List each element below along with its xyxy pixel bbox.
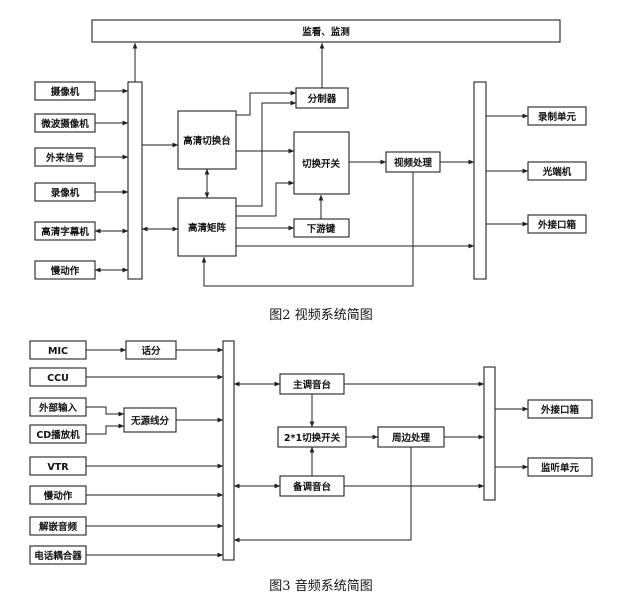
audio-source-telephone-hybrid: 电话耦合器: [29, 545, 87, 565]
video-output-recording-unit: 录制单元: [527, 106, 587, 126]
passive-splitter-label: 无源线分: [130, 415, 170, 427]
figure-3-caption: 图3 音频系统简图: [269, 578, 372, 594]
audio-source-label: MIC: [48, 346, 68, 357]
audio-output-monitoring-unit: 监听单元: [527, 457, 593, 477]
mic-splitter-box: 话分: [125, 340, 177, 360]
audio-source-ccu: CCU: [29, 367, 87, 387]
audio-output-label: 监听单元: [541, 462, 580, 474]
backup-console-box: 备调音台: [279, 475, 345, 497]
audio-source-mic: MIC: [29, 340, 87, 360]
video-source-label: 微波摄像机: [40, 118, 89, 130]
audio-source-cd-player: CD播放机: [29, 424, 87, 444]
backup-console-label: 备调音台: [292, 481, 332, 493]
downstream-key-label: 下游键: [307, 223, 336, 235]
switch-2x1-box: 2*1切换开关: [277, 426, 347, 448]
video-processing-box: 视频处理: [385, 151, 441, 173]
audio-input-bus: [222, 340, 235, 561]
audio-source-label: 慢动作: [44, 490, 73, 502]
video-output-label: 外接口箱: [537, 219, 577, 231]
video-output-optical-transceiver: 光端机: [527, 161, 587, 181]
video-source-microwave-camera: 微波摄像机: [34, 113, 96, 133]
audio-output-bus: [483, 366, 496, 501]
downstream-key-box: 下游键: [293, 218, 350, 238]
monitor-box: 监看、监测: [91, 19, 561, 43]
hd-switcher-box: 高清切换台: [177, 110, 237, 170]
video-source-camera: 摄像机: [34, 81, 96, 101]
video-source-external-signal: 外来信号: [34, 147, 96, 167]
distributor-box: 分制器: [295, 87, 349, 109]
video-source-caption-generator: 高清字幕机: [34, 221, 96, 241]
audio-output-interface-box: 外接口箱: [527, 399, 593, 419]
mic-splitter-label: 话分: [141, 345, 161, 357]
peripheral-processing-box: 周边处理: [377, 426, 445, 448]
video-source-label: 录像机: [51, 187, 80, 199]
hd-matrix-box: 高清矩阵: [177, 197, 237, 257]
hd-matrix-label: 高清矩阵: [188, 222, 227, 234]
audio-source-slow-motion: 慢动作: [29, 485, 87, 505]
audio-source-external-input: 外部输入: [29, 397, 87, 417]
video-source-slow-motion: 慢动作: [34, 260, 96, 280]
audio-source-label: 外部输入: [38, 402, 78, 414]
audio-system-diagram: MIC CCU 外部输入 CD播放机 VTR 慢动作 解嵌音频 电话耦合器: [29, 340, 593, 594]
peripheral-processing-label: 周边处理: [392, 432, 431, 444]
switch-label: 切换开关: [302, 158, 341, 170]
video-input-bus: [127, 81, 143, 280]
video-output-label: 录制单元: [538, 111, 577, 123]
video-processing-label: 视频处理: [394, 157, 433, 169]
video-source-label: 高清字幕机: [41, 226, 89, 238]
video-source-label: 慢动作: [51, 265, 80, 277]
video-output-label: 光端机: [542, 166, 572, 178]
audio-source-vtr: VTR: [29, 456, 87, 476]
video-source-label: 摄像机: [51, 86, 80, 98]
distributor-label: 分制器: [308, 93, 337, 105]
video-output-interface-box: 外接口箱: [527, 214, 587, 234]
audio-source-label: CCU: [47, 373, 69, 384]
video-source-vcr: 录像机: [34, 182, 96, 202]
passive-splitter-box: 无源线分: [123, 407, 177, 433]
audio-source-label: VTR: [47, 462, 69, 473]
audio-source-de-embedded-audio: 解嵌音频: [29, 516, 87, 536]
audio-source-label: 电话耦合器: [34, 550, 82, 562]
switch-box: 切换开关: [293, 131, 350, 195]
switch-2x1-label: 2*1切换开关: [284, 432, 341, 444]
main-console-box: 主调音台: [279, 373, 345, 395]
main-console-label: 主调音台: [293, 379, 332, 391]
hd-switcher-label: 高清切换台: [183, 135, 231, 147]
monitor-label: 监看、监测: [302, 26, 350, 38]
video-system-diagram: 监看、监测 摄像机 微波摄像机 外来信号 录像机 高清字幕机 慢动作: [34, 19, 587, 323]
audio-source-label: CD播放机: [36, 429, 80, 441]
video-source-label: 外来信号: [45, 152, 85, 164]
video-output-bus: [473, 81, 487, 280]
audio-source-label: 解嵌音频: [39, 521, 78, 533]
audio-output-label: 外接口箱: [540, 404, 580, 416]
figure-2-caption: 图2 视频系统简图: [269, 307, 372, 323]
